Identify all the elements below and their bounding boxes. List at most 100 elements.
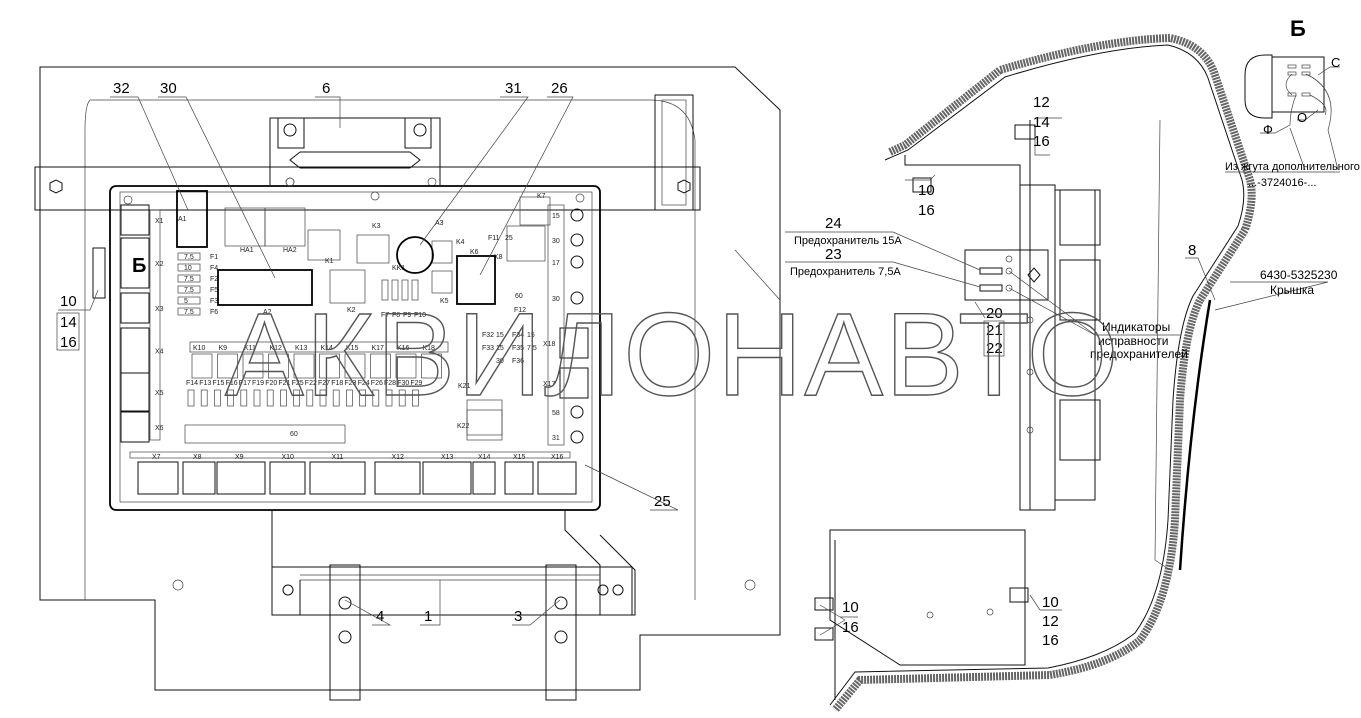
wire-f: Ф — [1263, 122, 1273, 137]
relay-k9 — [217, 353, 238, 379]
relay-k10 — [191, 353, 213, 379]
terminal-label: 17 — [552, 260, 560, 267]
fastener-16-top: 16 — [1033, 133, 1050, 150]
module-label: K7 — [537, 193, 546, 200]
mounting-screw — [370, 191, 380, 201]
fuse-label: F9 — [403, 312, 411, 319]
relay-label: K15 — [346, 345, 359, 352]
fuse-value: 30 — [496, 358, 504, 365]
callout-24: 24 — [825, 215, 842, 232]
fuse-label: F2 — [210, 276, 218, 283]
callout-6: 6 — [322, 80, 330, 97]
relay-housing — [356, 234, 390, 264]
fuse-label: F10 — [414, 312, 426, 319]
fuse-label: F8 — [392, 312, 400, 319]
fuse-f27 — [319, 389, 327, 407]
mounting-screw — [575, 193, 585, 203]
fuse-f30 — [398, 389, 406, 407]
terminal-stud — [570, 291, 584, 305]
fuse-rating: 7.5 — [184, 254, 194, 261]
fastener-16-bl: 16 — [842, 619, 859, 636]
fuse-label: F5 — [210, 287, 218, 294]
callouts-left: 32 30 6 31 26 4 1 3 25 10 14 16 Б — [56, 80, 679, 626]
callout-4: 4 — [376, 608, 384, 625]
relay-label-strip — [189, 341, 449, 353]
fuse-f22 — [306, 389, 314, 407]
fastener-10-mid: 10 — [918, 182, 935, 199]
fastener-16-mid: 16 — [918, 202, 935, 219]
fuse-rating: 10 — [184, 265, 192, 272]
relay-housing — [264, 207, 306, 247]
terminal-label: 58 — [552, 410, 560, 417]
connector-label: X18 — [543, 341, 556, 348]
fuse-f8 — [391, 279, 399, 301]
fastener-12-top: 12 — [1033, 94, 1050, 111]
module-label: K6 — [470, 249, 479, 256]
relay-k16 — [395, 353, 417, 379]
relay-label: K10 — [193, 345, 206, 352]
connector-label: X6 — [155, 425, 164, 432]
relay-housing — [519, 196, 551, 226]
fuse-f16 — [227, 389, 234, 407]
connector-x10 — [269, 461, 306, 495]
fuse-f3 — [177, 296, 201, 305]
relay-housing — [431, 240, 453, 264]
fastener-16-br: 16 — [1042, 632, 1059, 649]
fuse-f13 — [200, 389, 208, 407]
indicator-15a — [1005, 267, 1013, 275]
connector-x6 — [120, 411, 150, 443]
fuse-f14 — [187, 389, 195, 407]
fuse-f17 — [240, 389, 248, 407]
spare-fuse-holder — [184, 424, 346, 444]
terminal-label: 30 — [552, 296, 560, 303]
fuse-value: 25 — [505, 235, 513, 242]
mounting-bar — [34, 166, 701, 211]
fuse-label: F24 — [358, 380, 370, 387]
cab-side-section — [829, 33, 1256, 713]
callout-31: 31 — [505, 80, 522, 97]
module-label: HA1 — [240, 247, 254, 254]
wire-o: О — [1297, 110, 1307, 125]
cover-part-number: 6430-5325230 — [1260, 268, 1338, 282]
fuse-f7 — [381, 279, 389, 301]
fastener-14: 14 — [60, 314, 77, 331]
connector-x2 — [120, 237, 150, 289]
fuse-rating: 7.5 — [184, 287, 194, 294]
right-mount-plate — [814, 120, 1101, 700]
connector-label: X2 — [155, 261, 164, 268]
indicators-label-1: Индикаторы — [1102, 320, 1170, 334]
fastener-12-br: 12 — [1042, 613, 1059, 630]
fastener-10-bl: 10 — [842, 599, 859, 616]
top-bracket — [269, 117, 441, 187]
connector-x9 — [216, 461, 266, 495]
terminal-strip — [547, 204, 565, 446]
fuse-label: F29 — [410, 380, 422, 387]
relay-k12 — [268, 353, 289, 379]
fuse-f2 — [177, 274, 201, 283]
relay-label: K18 — [423, 345, 436, 352]
connector-x12 — [374, 461, 421, 495]
callout-32: 32 — [113, 80, 130, 97]
fuse-label: F36 — [512, 358, 524, 365]
fuse-label: F13 — [199, 380, 211, 387]
cab-panel-outline — [39, 66, 781, 691]
connector-x1 — [120, 204, 150, 236]
indicators-label-3: предохранителей — [1090, 347, 1188, 361]
terminal-stud — [570, 255, 584, 269]
connector-label: X17 — [543, 381, 556, 388]
indicator-7-5a — [1005, 284, 1013, 292]
connector-label: X5 — [155, 390, 164, 397]
connector-strip — [149, 209, 161, 441]
module-label: K22 — [457, 423, 470, 430]
callout-26: 26 — [551, 80, 568, 97]
fuse-label: F26 — [371, 380, 383, 387]
module-label: A3 — [435, 220, 444, 227]
fuse-f19 — [253, 389, 261, 407]
fuse-15a — [979, 267, 1003, 275]
connector-x16 — [537, 461, 577, 495]
relay-label: K12 — [270, 345, 283, 352]
relay-housing — [506, 225, 546, 262]
fuse-value: 60 — [515, 293, 523, 300]
connector-x5 — [120, 372, 150, 412]
